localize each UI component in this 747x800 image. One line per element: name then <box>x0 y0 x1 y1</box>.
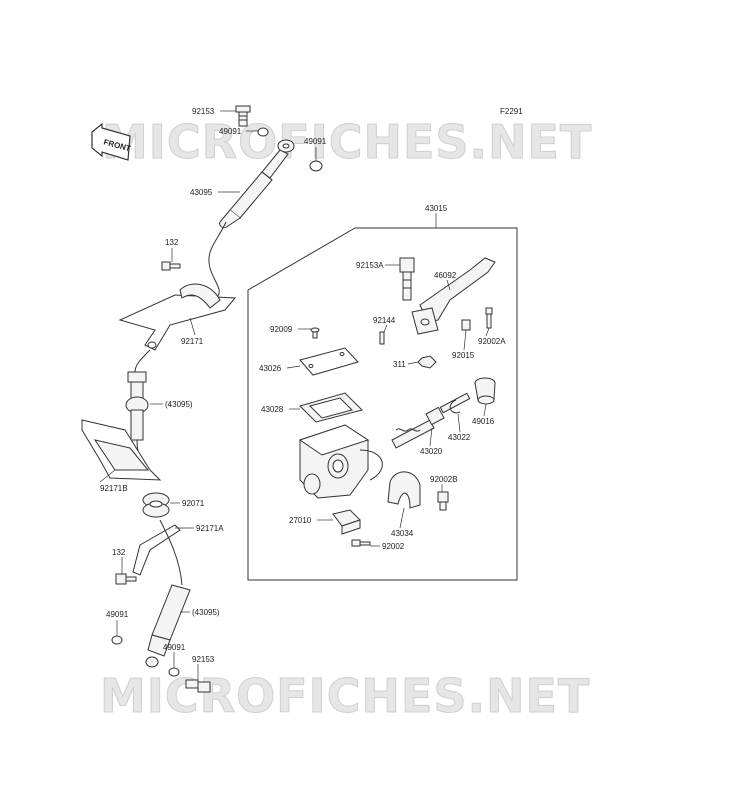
label-132-bottom: 132 <box>112 548 126 557</box>
label-43095-top: 43095 <box>190 188 213 197</box>
label-43022: 43022 <box>448 433 471 442</box>
label-43026: 43026 <box>259 364 282 373</box>
boot-49016 <box>474 377 496 405</box>
clamp-43034 <box>387 471 421 509</box>
screw-92002 <box>351 539 371 547</box>
leader-lines <box>99 110 490 680</box>
label-92153a: 92153A <box>356 261 384 270</box>
washer-top-a <box>257 127 269 137</box>
label-92171b: 92171B <box>100 484 128 493</box>
label-92144: 92144 <box>373 316 396 325</box>
bracket-92171b <box>81 419 162 481</box>
pin-92144 <box>379 331 385 345</box>
watermark-bottom: MICROFICHES.NET <box>100 669 590 723</box>
label-311: 311 <box>393 360 406 369</box>
label-92171a: 92171A <box>196 524 224 533</box>
label-49091-d: 49091 <box>163 643 186 652</box>
banjo-bolt-top <box>235 105 251 127</box>
brake-hose-top <box>208 171 273 301</box>
screw-92009 <box>310 327 320 339</box>
label-43095-mid: (43095) <box>165 400 193 409</box>
clamp-92171a <box>132 524 181 576</box>
figure-code: F2291 <box>500 107 523 116</box>
label-92002: 92002 <box>382 542 405 551</box>
label-92015: 92015 <box>452 351 475 360</box>
watermark-top: MICROFICHES.NET <box>102 115 592 169</box>
label-43020: 43020 <box>420 447 443 456</box>
washer-bottom-a <box>111 635 123 645</box>
label-92002a: 92002A <box>478 337 506 346</box>
nut-311 <box>417 355 437 369</box>
assembly-box <box>247 227 518 581</box>
label-49016: 49016 <box>472 417 495 426</box>
brake-hose-mid <box>125 349 151 481</box>
bolt-132-top <box>161 261 181 271</box>
label-46092: 46092 <box>434 271 457 280</box>
label-43095-bottom: (43095) <box>192 608 220 617</box>
label-43034: 43034 <box>391 529 414 538</box>
bolt-92002b <box>437 491 449 511</box>
label-92171: 92171 <box>181 337 204 346</box>
bushing-92015 <box>461 319 471 331</box>
label-92153-top: 92153 <box>192 107 215 116</box>
banjo-fitting-top <box>261 139 295 179</box>
reservoir-cap <box>299 347 359 376</box>
label-43028: 43028 <box>261 405 284 414</box>
label-49091-b: 49091 <box>304 137 327 146</box>
label-49091-c: 49091 <box>106 610 129 619</box>
washer-bottom-b <box>168 667 180 677</box>
label-27010: 27010 <box>289 516 312 525</box>
switch-27010 <box>332 509 361 535</box>
bolt-132-bottom <box>115 573 137 585</box>
banjo-bolt-bottom <box>185 679 211 693</box>
diaphragm-43028 <box>299 392 363 423</box>
washer-top-b <box>309 160 323 172</box>
label-92071: 92071 <box>182 499 205 508</box>
clamp-92171 <box>118 283 237 351</box>
grommet-92071 <box>142 492 170 518</box>
brake-lever <box>411 257 496 335</box>
master-cylinder-body <box>298 424 383 499</box>
screw-92002a <box>485 307 493 329</box>
label-92153-bottom: 92153 <box>192 655 215 664</box>
front-arrow-icon: FRONT <box>91 122 132 161</box>
label-92009: 92009 <box>270 325 293 334</box>
label-132-top: 132 <box>165 238 179 247</box>
label-43015: 43015 <box>425 204 448 213</box>
brake-hose-bottom <box>145 519 191 668</box>
bolt-92153a <box>399 257 415 301</box>
circlip-43022 <box>449 399 461 414</box>
piston-43020 <box>391 392 471 449</box>
label-92002b: 92002B <box>430 475 458 484</box>
part-labels: 92153 49091 49091 43095 132 92171 (43095… <box>100 107 506 664</box>
label-49091-a: 49091 <box>219 127 242 136</box>
